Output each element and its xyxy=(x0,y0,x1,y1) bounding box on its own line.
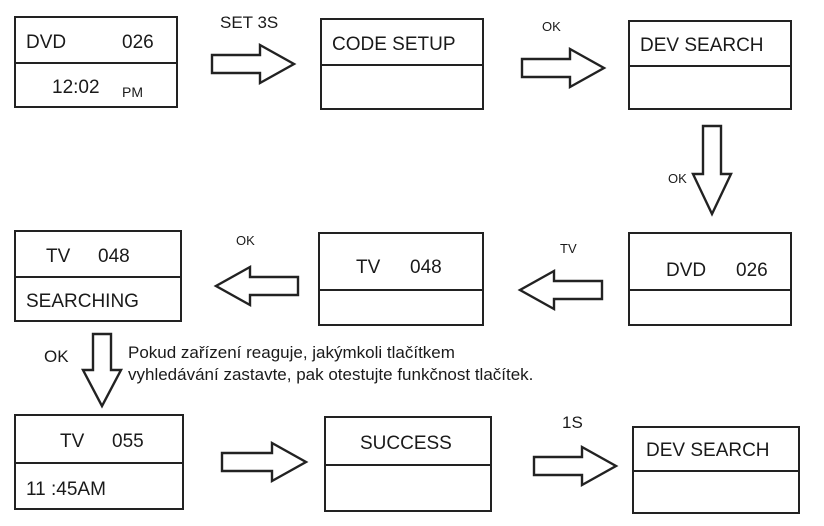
screen-line-1: CODE SETUP xyxy=(332,34,456,55)
lcd-screen-code-setup: CODE SETUP xyxy=(320,18,484,110)
device-label: DVD xyxy=(26,32,67,53)
screen-line-1: DEV SEARCH xyxy=(646,440,770,461)
arrow-label-ok: OK xyxy=(44,347,69,366)
device-code: 055 xyxy=(112,431,144,452)
lcd-screen-tv-searching: TV 048 SEARCHING xyxy=(14,230,182,322)
device-code: 026 xyxy=(736,260,768,281)
left-arrow-icon xyxy=(213,264,300,308)
lcd-screen-dvd-code: DVD 026 xyxy=(628,232,792,326)
right-arrow-icon xyxy=(210,42,297,86)
left-arrow-icon xyxy=(517,268,604,312)
device-label: TV xyxy=(356,257,381,278)
arrow-label-ok: OK xyxy=(668,171,687,186)
screen-divider xyxy=(326,464,490,466)
note-line-2: vyhledávání zastavte, pak otestujte funk… xyxy=(128,365,534,384)
success-label: SUCCESS xyxy=(360,433,452,454)
arrow-label-tv: TV xyxy=(560,241,577,256)
screen-divider xyxy=(320,289,482,291)
device-label: DVD xyxy=(666,260,707,281)
screen-divider xyxy=(630,289,790,291)
lcd-screen-success: SUCCESS xyxy=(324,416,492,512)
device-label: TV xyxy=(60,431,85,452)
arrow-label-1s: 1S xyxy=(562,413,583,432)
right-arrow-icon xyxy=(520,46,607,90)
arrow-label-ok: OK xyxy=(542,19,561,34)
lcd-screen-dvd-clock: DVD 026 12:02 PM xyxy=(14,16,178,108)
screen-divider xyxy=(322,64,482,66)
down-arrow-icon xyxy=(81,332,123,409)
arrow-label-ok: OK xyxy=(236,233,255,248)
device-code: 048 xyxy=(410,257,442,278)
screen-divider xyxy=(16,62,176,64)
down-arrow-icon xyxy=(691,124,733,217)
note-line-1: Pokud zařízení reaguje, jakýmkoli tlačít… xyxy=(128,343,455,362)
instruction-note: Pokud zařízení reaguje, jakýmkoli tlačít… xyxy=(128,342,533,386)
right-arrow-icon xyxy=(532,444,619,488)
device-label: TV xyxy=(46,246,71,267)
screen-divider xyxy=(630,65,790,67)
right-arrow-icon xyxy=(220,440,309,484)
device-code: 048 xyxy=(98,246,130,267)
lcd-screen-tv-048: TV 048 xyxy=(318,232,484,326)
arrow-label-set-3s: SET 3S xyxy=(220,13,279,32)
screen-line-1: DEV SEARCH xyxy=(640,35,764,56)
lcd-screen-tv-055-clock: TV 055 11 :45AM xyxy=(14,414,184,510)
clock-ampm: PM xyxy=(122,84,143,100)
screen-divider xyxy=(634,470,798,472)
clock-time: 11 :45AM xyxy=(26,479,106,500)
screen-divider xyxy=(16,462,182,464)
clock-time: 12:02 xyxy=(52,77,100,98)
device-code: 026 xyxy=(122,32,154,53)
searching-status: SEARCHING xyxy=(26,291,139,312)
lcd-screen-dev-search: DEV SEARCH xyxy=(628,20,792,110)
lcd-screen-dev-search-final: DEV SEARCH xyxy=(632,426,800,514)
screen-divider xyxy=(16,276,180,278)
